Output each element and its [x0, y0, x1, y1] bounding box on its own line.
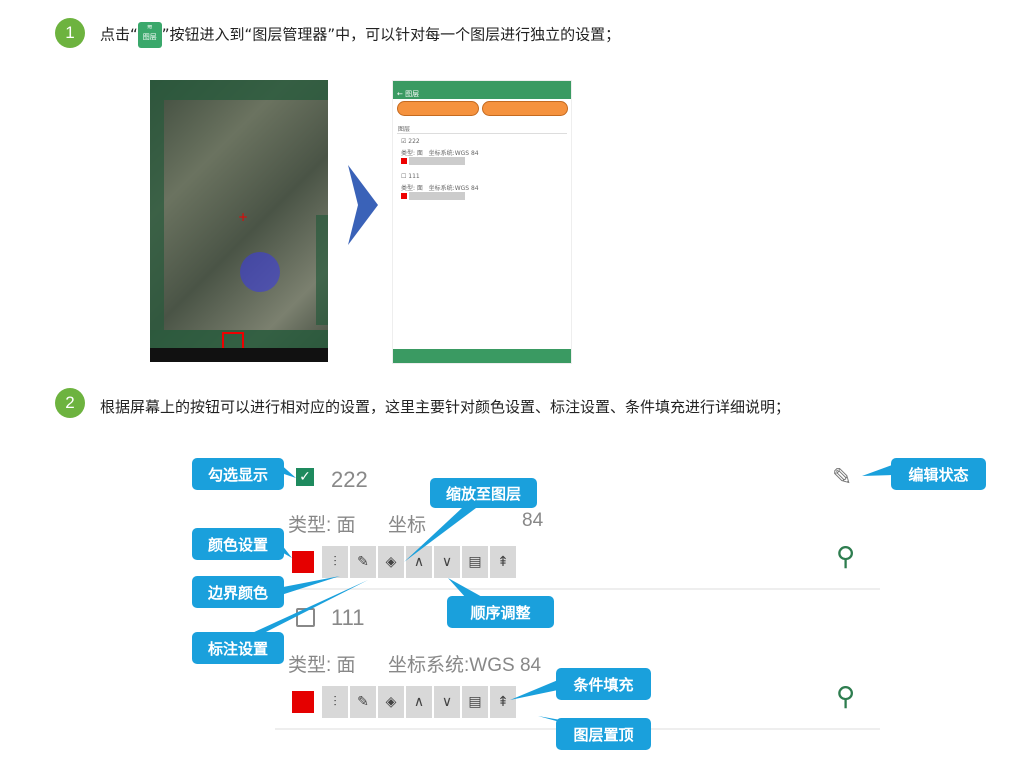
- pointer-zoom: [404, 508, 476, 562]
- pointer-cond: [510, 680, 558, 700]
- pointer-label: [250, 580, 368, 634]
- layer-111-name: 111: [331, 605, 365, 630]
- layer-222-toolbar: ⫶ ✎ ◈ ∧ ∨ ▤ ⇞: [292, 546, 518, 578]
- callout-zoom-to-layer: 缩放至图层: [430, 478, 537, 508]
- pointer-edit: [862, 465, 892, 476]
- phone-icon-bar: [409, 157, 465, 165]
- step-1-badge: 1: [55, 18, 85, 48]
- layer-to-top-icon[interactable]: ⇞: [490, 686, 516, 718]
- move-up-icon[interactable]: ∧: [406, 686, 432, 718]
- phone-button-2[interactable]: [482, 101, 568, 116]
- layer-222-checkbox[interactable]: ✓: [296, 468, 314, 486]
- edit-pencil-icon[interactable]: ✎: [832, 463, 853, 491]
- next-arrow-icon: [348, 165, 378, 245]
- conditional-fill-icon[interactable]: ▤: [462, 546, 488, 578]
- zoom-to-layer-icon[interactable]: ◈: [378, 686, 404, 718]
- layer-111-crs: 坐标系统:WGS 84: [388, 655, 542, 676]
- layer-type: 类型: 面: [401, 150, 423, 157]
- border-color-icon[interactable]: ⫶: [322, 686, 348, 718]
- callout-conditional-fill: 条件填充: [556, 668, 651, 700]
- move-down-icon[interactable]: ∨: [434, 546, 460, 578]
- layer-111-type: 类型: 面: [288, 655, 356, 676]
- color-swatch[interactable]: [401, 158, 407, 164]
- location-circle: [240, 252, 280, 292]
- layer-crs: 坐标系统:WGS 84: [428, 185, 479, 192]
- phone-layer-1-name[interactable]: ☑ 222: [401, 138, 420, 145]
- layer-111-toolbar: ⫶ ✎ ◈ ∧ ∨ ▤ ⇞: [292, 686, 518, 718]
- phone-section-label: 图层: [398, 126, 411, 133]
- layers-icon: ≋图层: [137, 22, 162, 48]
- callout-check-display: 勾选显示: [192, 458, 284, 490]
- map-bottom-toolbar: [150, 330, 328, 348]
- step-1-text-b: ”按钮进入到“图层管理器”中，可以针对每一个图层进行独立的设置；: [161, 25, 621, 44]
- move-down-icon[interactable]: ∨: [434, 686, 460, 718]
- conditional-fill-icon[interactable]: ▤: [462, 686, 488, 718]
- step-2-badge: 2: [55, 388, 85, 418]
- android-nav-bar: [393, 349, 571, 363]
- layer-name: 111: [408, 173, 420, 180]
- layer-crs: 坐标系统:WGS 84: [428, 150, 479, 157]
- color-swatch[interactable]: [401, 193, 407, 199]
- step-1-text-a: 点击“: [100, 25, 138, 44]
- pointer-border: [278, 576, 340, 596]
- layer-to-top-icon[interactable]: ⇞: [490, 546, 516, 578]
- label-setting-icon[interactable]: ✎: [350, 686, 376, 718]
- phone-layer-2-name[interactable]: ☐ 111: [401, 173, 420, 180]
- locate-pin-icon[interactable]: ⚲: [836, 682, 856, 712]
- locate-pin-icon[interactable]: ⚲: [836, 542, 856, 572]
- map-screenshot: +: [150, 80, 328, 362]
- layer-name: 222: [408, 138, 420, 145]
- android-nav-bar: [150, 348, 328, 362]
- callout-color-setting: 颜色设置: [192, 528, 284, 560]
- callout-edit-state: 编辑状态: [891, 458, 986, 490]
- layer-222-crs-tail: 84: [522, 510, 544, 531]
- crosshair-icon: +: [238, 210, 249, 224]
- layer-manager-screenshot: ← 图层 图层 ☑ 222 类型: 面 坐标系统:WGS 84 ☐ 111 类型…: [392, 80, 572, 364]
- label-setting-icon[interactable]: ✎: [350, 546, 376, 578]
- divider: [275, 588, 880, 590]
- color-setting-swatch[interactable]: [292, 551, 314, 573]
- layer-type: 类型: 面: [401, 185, 423, 192]
- step-2-text: 根据屏幕上的按钮可以进行相对应的设置，这里主要针对颜色设置、标注设置、条件填充进…: [100, 398, 791, 416]
- layer-222-name: 222: [331, 467, 368, 492]
- pointer-order: [448, 578, 484, 598]
- map-left-toolbar: [150, 100, 164, 330]
- layer-222-crs: 坐标: [388, 515, 427, 536]
- step-1-text: 点击“≋图层”按钮进入到“图层管理器”中，可以针对每一个图层进行独立的设置；: [100, 22, 620, 48]
- layer-222-type: 类型: 面: [288, 515, 356, 536]
- zoom-to-layer-icon[interactable]: ◈: [378, 546, 404, 578]
- phone-button-1[interactable]: [397, 101, 479, 116]
- map-right-toolbar: [316, 215, 328, 325]
- callout-layer-to-top: 图层置顶: [556, 718, 651, 750]
- callout-label-setting: 标注设置: [192, 632, 284, 664]
- phone-layer-1-meta: 类型: 面 坐标系统:WGS 84: [401, 148, 479, 157]
- divider: [397, 133, 567, 134]
- callout-order-adjust: 顺序调整: [447, 596, 554, 628]
- phone-header: ← 图层: [393, 81, 571, 99]
- map-toolbar: [150, 80, 328, 100]
- phone-icon-bar: [409, 192, 465, 200]
- callout-border-color: 边界颜色: [192, 576, 284, 608]
- border-color-icon[interactable]: ⫶: [322, 546, 348, 578]
- move-up-icon[interactable]: ∧: [406, 546, 432, 578]
- layers-icon-label: 图层: [142, 33, 157, 41]
- phone-layer-2-meta: 类型: 面 坐标系统:WGS 84: [401, 183, 479, 192]
- color-setting-swatch[interactable]: [292, 691, 314, 713]
